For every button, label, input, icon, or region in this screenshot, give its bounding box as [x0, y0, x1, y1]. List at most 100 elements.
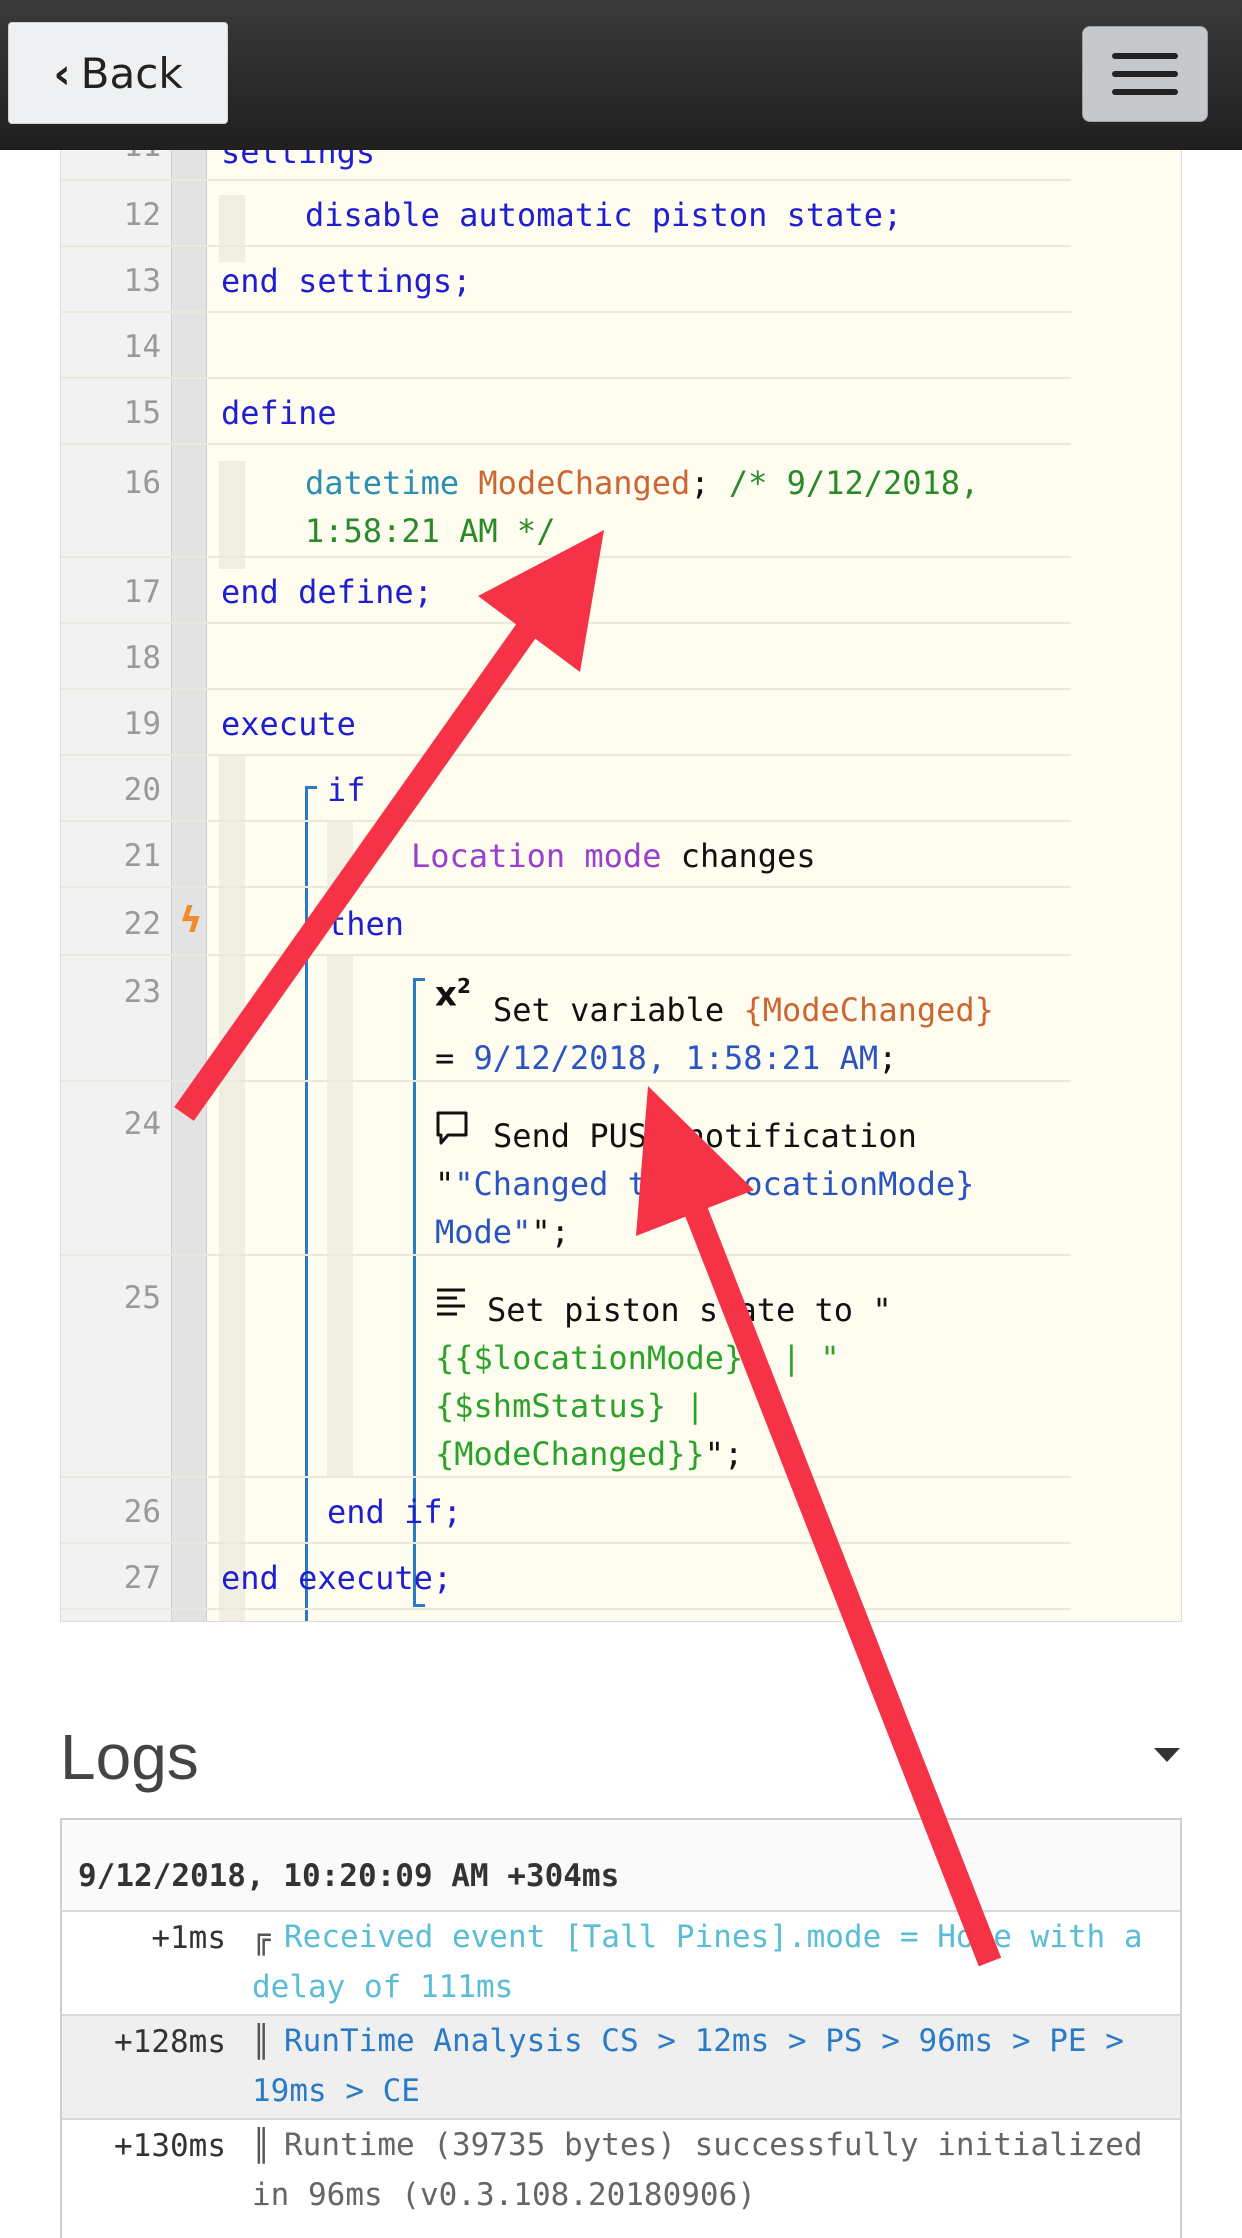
- code-line: 18: [61, 624, 1071, 690]
- line-number: 18: [123, 640, 161, 676]
- log-time: +130ms: [114, 2128, 226, 2164]
- line-number: 19: [123, 706, 161, 742]
- line-number-gutter: [61, 150, 171, 1621]
- code-line: 21 Location mode changes: [61, 822, 1071, 888]
- variable-name: {ModeChanged}: [743, 991, 994, 1029]
- comparison: changes: [680, 837, 816, 875]
- string-literal: {{$locationMode}" | ": [435, 1339, 840, 1377]
- code-text: Mode"";: [435, 1208, 570, 1256]
- type-keyword: datetime: [305, 464, 460, 502]
- code-line: ϟ 22 then: [61, 888, 1071, 956]
- code-text: {ModeChanged}}";: [435, 1430, 743, 1478]
- string-literal: {ModeChanged}}: [435, 1435, 705, 1473]
- code-text: then: [327, 905, 405, 943]
- line-number: 27: [123, 1560, 161, 1596]
- code-line: 27 end execute;: [61, 1544, 1071, 1610]
- line-number: 25: [123, 1280, 161, 1316]
- punct: ";: [531, 1213, 570, 1251]
- logs-heading: Logs: [60, 1721, 199, 1793]
- comment-bubble-icon: [435, 1110, 469, 1152]
- log-tree-glyph: ╔: [252, 1920, 271, 1956]
- statement-text: Set piston state to ": [487, 1291, 892, 1329]
- code-line: 26 end if;: [61, 1478, 1071, 1544]
- code-line: 24 Send PUSH notification ""Changed to {…: [61, 1082, 1071, 1256]
- line-number: 17: [123, 574, 161, 610]
- hamburger-menu-button[interactable]: [1082, 26, 1208, 122]
- string-literal: {$shmStatus} |: [435, 1387, 705, 1425]
- code-line: 23 x2 Set variable {ModeChanged} = 9/12/…: [61, 956, 1071, 1082]
- line-number: 21: [123, 838, 161, 874]
- code-line: 15 define: [61, 379, 1071, 445]
- variable-name: ModeChanged: [478, 464, 691, 502]
- line-number: 13: [123, 263, 161, 299]
- code-text: end settings;: [221, 262, 472, 300]
- line-number: 16: [123, 465, 161, 501]
- log-time: +128ms: [114, 2024, 226, 2060]
- line-number: 22: [123, 906, 161, 942]
- line-number: 24: [123, 1106, 161, 1142]
- code-text: datetime ModeChanged; /* 9/12/2018,: [305, 459, 979, 507]
- log-session-header: 9/12/2018, 10:20:09 AM +304ms: [78, 1858, 620, 1894]
- back-button[interactable]: ‹ Back: [8, 22, 228, 124]
- code-line: 19 execute: [61, 690, 1071, 756]
- code-text: end execute;: [221, 1559, 453, 1597]
- code-text: define: [221, 394, 337, 432]
- menu-icon-bar: [1112, 53, 1178, 59]
- code-text: ""Changed to {$locationMode}: [435, 1160, 974, 1208]
- punct: ;: [878, 1039, 898, 1077]
- chevron-left-icon: ‹: [53, 48, 71, 98]
- statement-text: Set variable: [493, 991, 744, 1029]
- code-text: Set variable {ModeChanged}: [493, 986, 994, 1034]
- device-name: Location: [411, 837, 566, 875]
- log-entry: +128ms ║ RunTime Analysis CS > 12ms > PS…: [62, 2014, 1180, 2118]
- menu-icon-bar: [1112, 89, 1178, 95]
- log-message: Received event [Tall Pines].mode = Home …: [252, 1919, 1162, 2005]
- logs-panel: 9/12/2018, 10:20:09 AM +304ms +1ms ╔ Rec…: [60, 1818, 1182, 2238]
- line-number: 26: [123, 1494, 161, 1530]
- then-block-bracket-bottom: [413, 1604, 425, 1607]
- indent-guide: [219, 195, 245, 262]
- then-block-bracket: [413, 978, 416, 1606]
- code-text: settings: [221, 150, 376, 171]
- line-number: 11: [61, 150, 161, 164]
- top-bar: ‹ Back: [0, 0, 1242, 150]
- value-literal: 9/12/2018, 1:58:21 AM: [473, 1039, 879, 1077]
- log-entry: +130ms ║ Runtime (39735 bytes) successfu…: [62, 2118, 1180, 2238]
- attribute-name: mode: [584, 837, 662, 875]
- line-number: 15: [123, 395, 161, 431]
- lightning-bolt-icon: ϟ: [179, 900, 203, 941]
- code-line: 17 end define;: [61, 558, 1071, 624]
- statement-text: =: [435, 1039, 474, 1077]
- string-literal: "Changed to {$locationMode}: [454, 1165, 975, 1203]
- indent-guide: [219, 461, 245, 569]
- code-line: 11 settings: [61, 150, 1071, 181]
- code-line: 14: [61, 313, 1071, 379]
- code-line: 16 datetime ModeChanged; /* 9/12/2018, 1…: [61, 445, 1071, 558]
- code-text: disable automatic piston state;: [305, 196, 903, 234]
- log-message: Runtime (39735 bytes) successfully initi…: [252, 2127, 1162, 2213]
- log-tree-glyph: ║: [252, 2024, 271, 2060]
- punct: ": [435, 1165, 455, 1203]
- menu-icon-bar: [1112, 71, 1178, 77]
- code-text: Location mode changes: [411, 832, 816, 880]
- comment: /* 9/12/2018,: [728, 464, 980, 502]
- code-text: if: [327, 771, 366, 809]
- log-message: RunTime Analysis CS > 12ms > PS > 96ms >…: [252, 2023, 1143, 2109]
- line-number: 14: [123, 329, 161, 365]
- code-text: end if;: [327, 1493, 462, 1531]
- line-number: 20: [123, 772, 161, 808]
- punct: ;: [690, 464, 710, 502]
- code-line: 13 end settings;: [61, 247, 1071, 313]
- log-entry: +1ms ╔ Received event [Tall Pines].mode …: [62, 1910, 1180, 2014]
- collapse-caret-icon[interactable]: [1154, 1748, 1180, 1762]
- if-block-bracket: [305, 786, 308, 1621]
- set-variable-icon: x2: [435, 974, 471, 1015]
- comment: 1:58:21 AM */: [305, 512, 556, 550]
- back-label: Back: [80, 48, 183, 98]
- code-line: 25 Set piston state to " {{$locationMode…: [61, 1256, 1071, 1478]
- line-number: 23: [123, 974, 161, 1010]
- punct: ";: [704, 1435, 744, 1473]
- code-text: = 9/12/2018, 1:58:21 AM;: [435, 1034, 897, 1082]
- log-tree-glyph: ║: [252, 2128, 271, 2164]
- string-literal: Mode": [435, 1213, 532, 1251]
